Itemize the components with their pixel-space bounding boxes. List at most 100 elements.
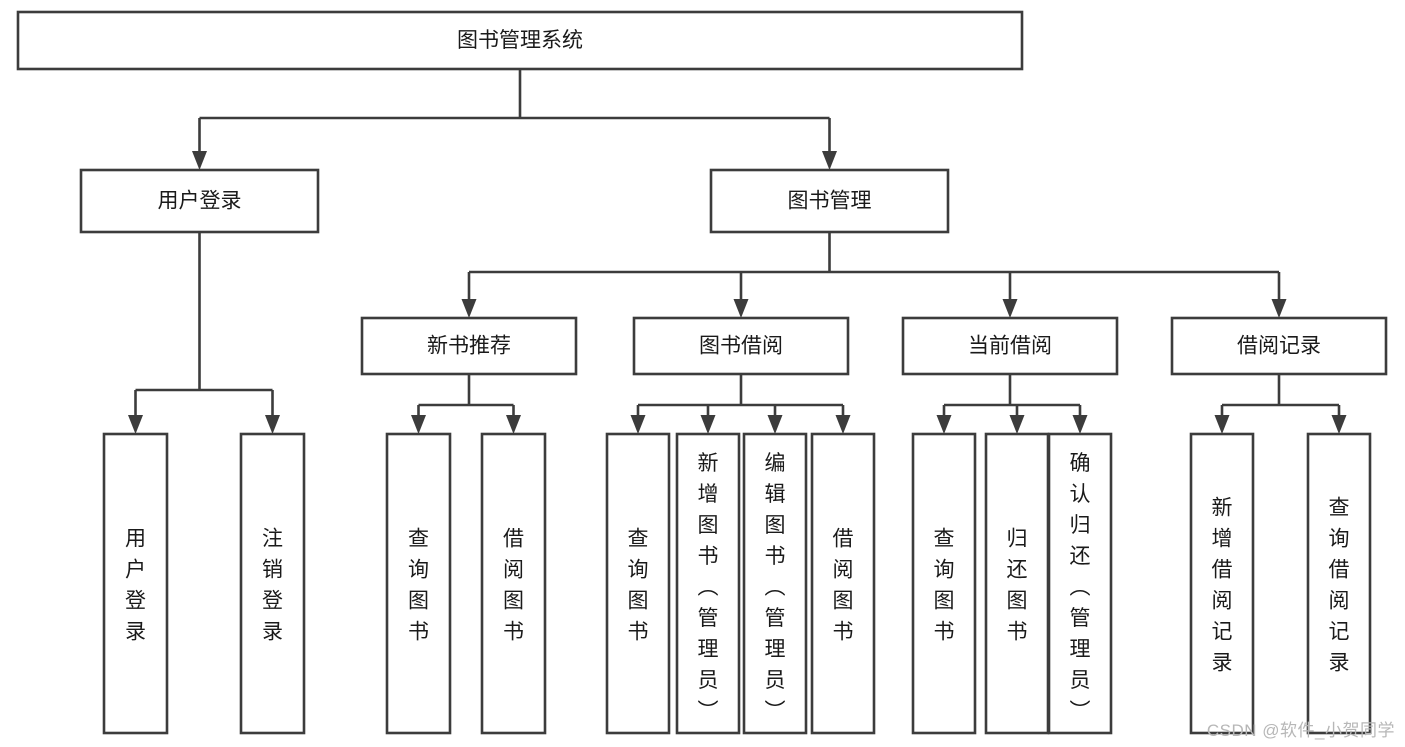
node-label-char: 管 [1070,607,1091,630]
arrow-head-icon [1009,415,1025,434]
node-label-char: 查 [628,528,649,551]
leaf-node-查询借阅记录[interactable]: 查询借阅记录 [1306,432,1372,735]
node-label-char: 录 [1212,652,1233,675]
node-label-char: 认 [1070,483,1091,506]
leaf-node-借阅图书[interactable]: 借阅图书 [810,432,876,735]
node-label: 图书管理 [788,190,872,213]
node-label-char: 登 [125,590,146,613]
arrow-head-icon [630,415,646,434]
node-label-char: 录 [125,621,146,644]
node-label-char: 理 [765,638,786,661]
leaf-node-用户登录[interactable]: 用户登录 [102,432,169,735]
submodule-node-图书借阅[interactable]: 图书借阅 [632,316,850,376]
module-node-用户登录[interactable]: 用户登录 [79,168,320,234]
module-node-图书管理[interactable]: 图书管理 [709,168,950,234]
arrow-head-icon [192,151,207,170]
node-label: 借阅图书 [833,528,854,644]
node-label-char: ︵ [1070,576,1091,599]
node-box[interactable] [102,432,169,735]
node-label-char: 户 [125,559,146,582]
node-label-char: 记 [1329,621,1350,644]
node-box[interactable] [605,432,671,735]
node-label-char: 借 [503,528,524,551]
leaf-node-编辑图书管理员[interactable]: 编辑图书︵管理员︶ [742,432,808,735]
node-box[interactable] [360,316,578,376]
node-label-char: 书 [628,621,649,644]
node-box[interactable] [16,10,1024,71]
node-box[interactable] [901,316,1119,376]
node-label: 用户登录 [125,528,146,644]
node-label-char: 书 [833,621,854,644]
node-box[interactable] [675,432,741,735]
leaf-node-新增借阅记录[interactable]: 新增借阅记录 [1189,432,1255,735]
node-label: 查询借阅记录 [1329,497,1350,675]
edge-group-图书管理系统 [192,69,837,170]
submodule-node-当前借阅[interactable]: 当前借阅 [901,316,1119,376]
node-box[interactable] [709,168,950,234]
node-label: 新书推荐 [427,335,511,358]
root-node-图书管理系统[interactable]: 图书管理系统 [16,10,1024,71]
edge-group-当前借阅 [936,374,1088,434]
node-box[interactable] [1306,432,1372,735]
node-box[interactable] [1170,316,1388,376]
submodule-node-借阅记录[interactable]: 借阅记录 [1170,316,1388,376]
node-label-char: 借 [1329,559,1350,582]
node-label-char: 借 [1212,559,1233,582]
arrow-head-icon [128,415,143,434]
node-box[interactable] [742,432,808,735]
node-label-char: 录 [1329,652,1350,675]
node-label-char: 询 [934,559,955,582]
node-box[interactable] [632,316,850,376]
leaf-node-借阅图书[interactable]: 借阅图书 [480,432,547,735]
node-label-char: ︵ [765,576,786,599]
node-label-char: 还 [1007,559,1028,582]
node-label-char: 销 [262,559,283,582]
leaf-node-归还图书[interactable]: 归还图书 [984,432,1050,735]
node-label-char: 图 [503,590,524,613]
node-box[interactable] [984,432,1050,735]
arrow-head-icon [733,299,749,318]
node-box[interactable] [1047,432,1113,735]
node-box[interactable] [810,432,876,735]
arrow-head-icon [411,415,426,434]
leaf-node-新增图书管理员[interactable]: 新增图书︵管理员︶ [675,432,741,735]
edge-group-图书管理 [461,232,1287,318]
node-box[interactable] [911,432,977,735]
node-label: 查询图书 [934,528,955,644]
node-box[interactable] [239,432,306,735]
node-label-char: 员 [1070,669,1091,692]
node-label-char: 确 [1070,452,1091,475]
arrow-head-icon [822,151,837,170]
node-label-char: ︵ [698,576,719,599]
leaf-node-查询图书[interactable]: 查询图书 [605,432,671,735]
leaf-node-查询图书[interactable]: 查询图书 [911,432,977,735]
node-box[interactable] [1189,432,1255,735]
leaf-node-注销登录[interactable]: 注销登录 [239,432,306,735]
submodule-node-新书推荐[interactable]: 新书推荐 [360,316,578,376]
node-label-char: 新 [1212,497,1233,520]
node-box[interactable] [385,432,452,735]
node-label-char: 归 [1007,528,1028,551]
arrow-head-icon [506,415,521,434]
node-label: 新增图书︵管理员︶ [698,452,719,723]
node-label-char: 图 [628,590,649,613]
node-label-char: 增 [1212,528,1233,551]
node-label-char: 注 [262,528,283,551]
node-label: 借阅图书 [503,528,524,644]
node-label-char: 登 [262,590,283,613]
node-box[interactable] [480,432,547,735]
leaf-node-查询图书[interactable]: 查询图书 [385,432,452,735]
node-label-char: 辑 [765,483,786,506]
node-label-char: 借 [833,528,854,551]
node-box[interactable] [79,168,320,234]
node-label-char: 员 [765,669,786,692]
leaf-node-确认归还管理员[interactable]: 确认归还︵管理员︶ [1047,432,1113,735]
node-label-char: 录 [262,621,283,644]
node-label-char: 图 [833,590,854,613]
arrow-head-icon [1331,415,1347,434]
node-label-char: 图 [765,514,786,537]
node-label: 注销登录 [262,528,283,644]
csdn-watermark: CSDN @软件_小贺同学 [1206,721,1395,740]
arrow-head-icon [700,415,716,434]
